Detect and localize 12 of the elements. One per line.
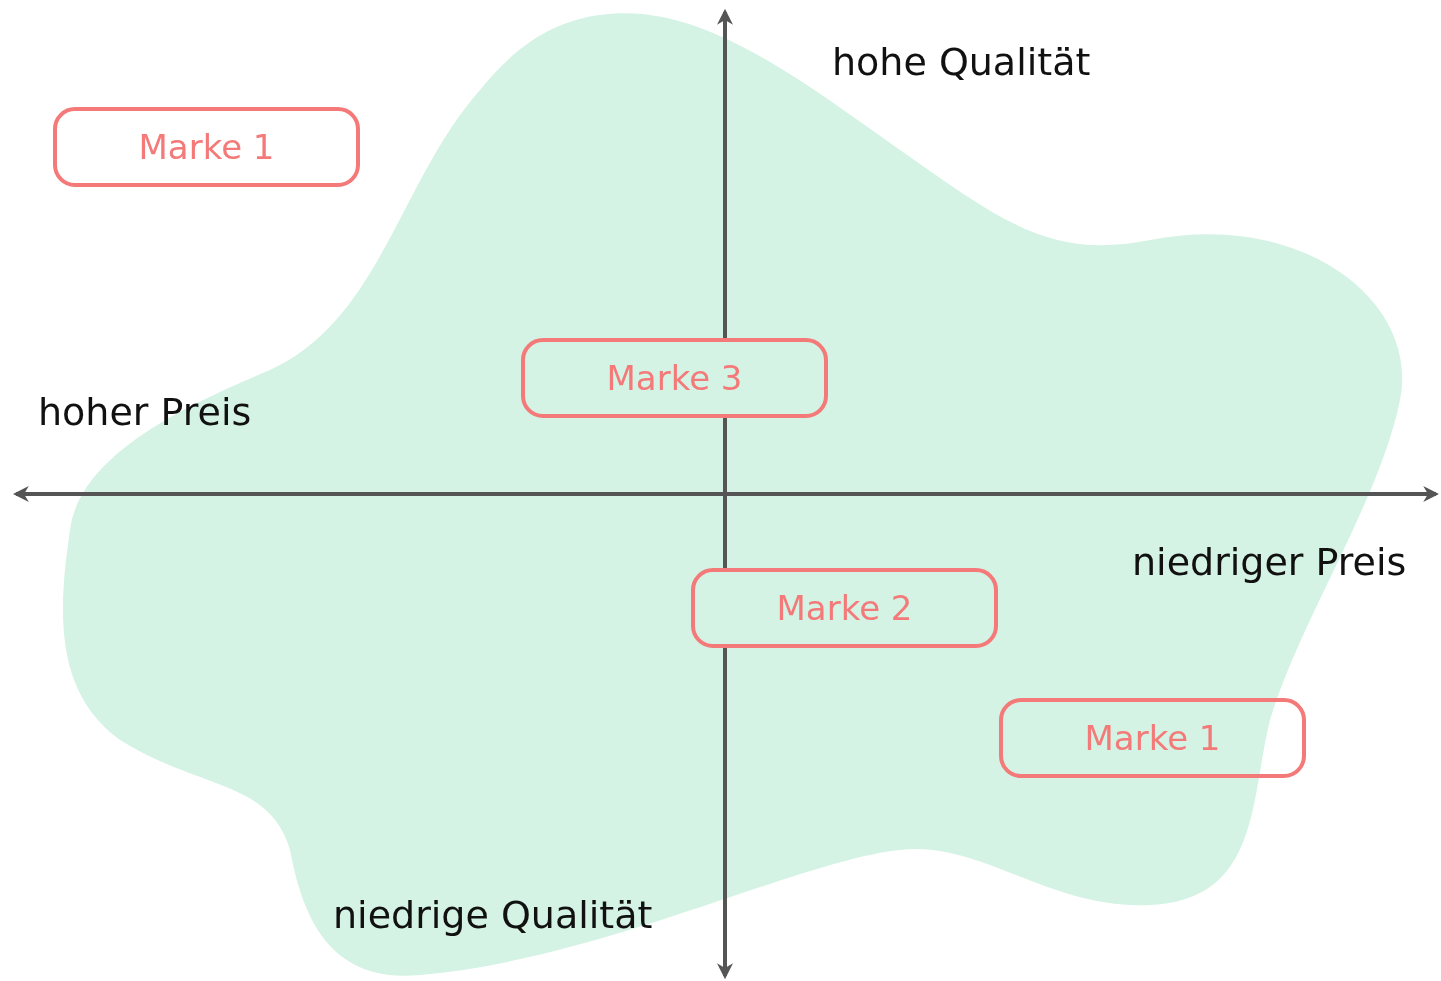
bottom-axis-label: niedrige Qualität bbox=[333, 893, 653, 937]
brand-label: Marke 2 bbox=[776, 588, 913, 628]
left-axis-label: hoher Preis bbox=[38, 390, 252, 434]
right-axis-label: niedriger Preis bbox=[1132, 540, 1407, 584]
brand-label: Marke 1 bbox=[1084, 718, 1221, 758]
brand-label: Marke 3 bbox=[606, 358, 743, 398]
brand-box bbox=[521, 338, 828, 418]
brand-box bbox=[999, 698, 1306, 778]
brand-box bbox=[691, 568, 998, 648]
brand-label: Marke 1 bbox=[138, 127, 275, 167]
brand-box bbox=[53, 107, 360, 187]
top-axis-label: hohe Qualität bbox=[832, 40, 1091, 84]
